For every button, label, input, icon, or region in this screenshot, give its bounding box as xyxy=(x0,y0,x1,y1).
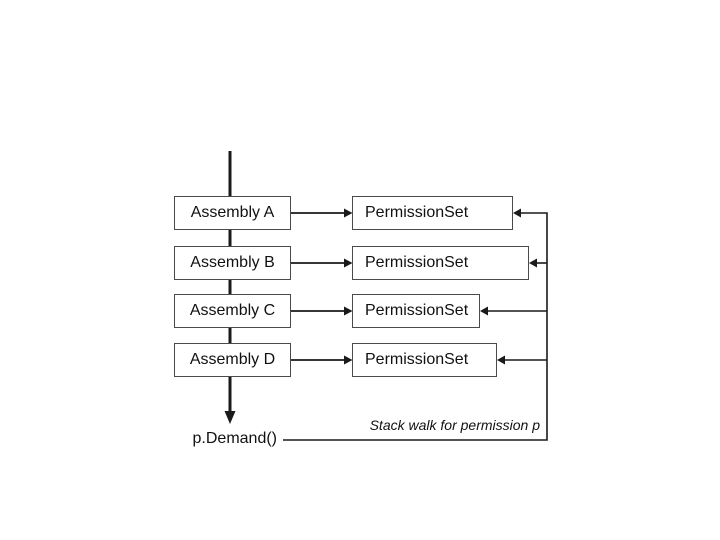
assembly-c-box: Assembly C xyxy=(174,294,291,328)
assembly-d-label: Assembly D xyxy=(189,351,276,368)
stack-walk-connector-line xyxy=(283,212,548,441)
assembly-a-box: Assembly A xyxy=(174,196,291,230)
permissionset-box-a: PermissionSet xyxy=(352,196,513,230)
assembly-b-box: Assembly B xyxy=(174,246,291,280)
demand-call-label: p.Demand() xyxy=(192,430,277,447)
assembly-d-box: Assembly D xyxy=(174,343,291,377)
right-arrowhead-icon xyxy=(344,306,353,316)
permissionset-c-label: PermissionSet xyxy=(365,302,469,319)
permissionset-d-label: PermissionSet xyxy=(365,351,469,368)
permissionset-b-label: PermissionSet xyxy=(365,254,469,271)
assembly-c-label: Assembly C xyxy=(189,302,276,319)
left-arrowhead-icon xyxy=(513,208,521,218)
right-arrowhead-icon xyxy=(344,355,353,365)
left-arrowhead-icon xyxy=(497,355,505,365)
assembly-a-label: Assembly A xyxy=(190,204,275,221)
demand-down-arrowhead-icon xyxy=(224,411,236,424)
right-arrowhead-icon xyxy=(344,208,353,218)
assembly-b-label: Assembly B xyxy=(190,254,275,271)
permissionset-box-b: PermissionSet xyxy=(352,246,529,280)
left-arrowhead-icon xyxy=(480,306,488,316)
right-arrowhead-icon xyxy=(344,258,353,268)
stack-walk-caption: Stack walk for permission p xyxy=(369,417,540,433)
left-arrowhead-icon xyxy=(529,258,537,268)
permissionset-a-label: PermissionSet xyxy=(365,204,469,221)
permissionset-box-d: PermissionSet xyxy=(352,343,497,377)
permissionset-box-c: PermissionSet xyxy=(352,294,480,328)
